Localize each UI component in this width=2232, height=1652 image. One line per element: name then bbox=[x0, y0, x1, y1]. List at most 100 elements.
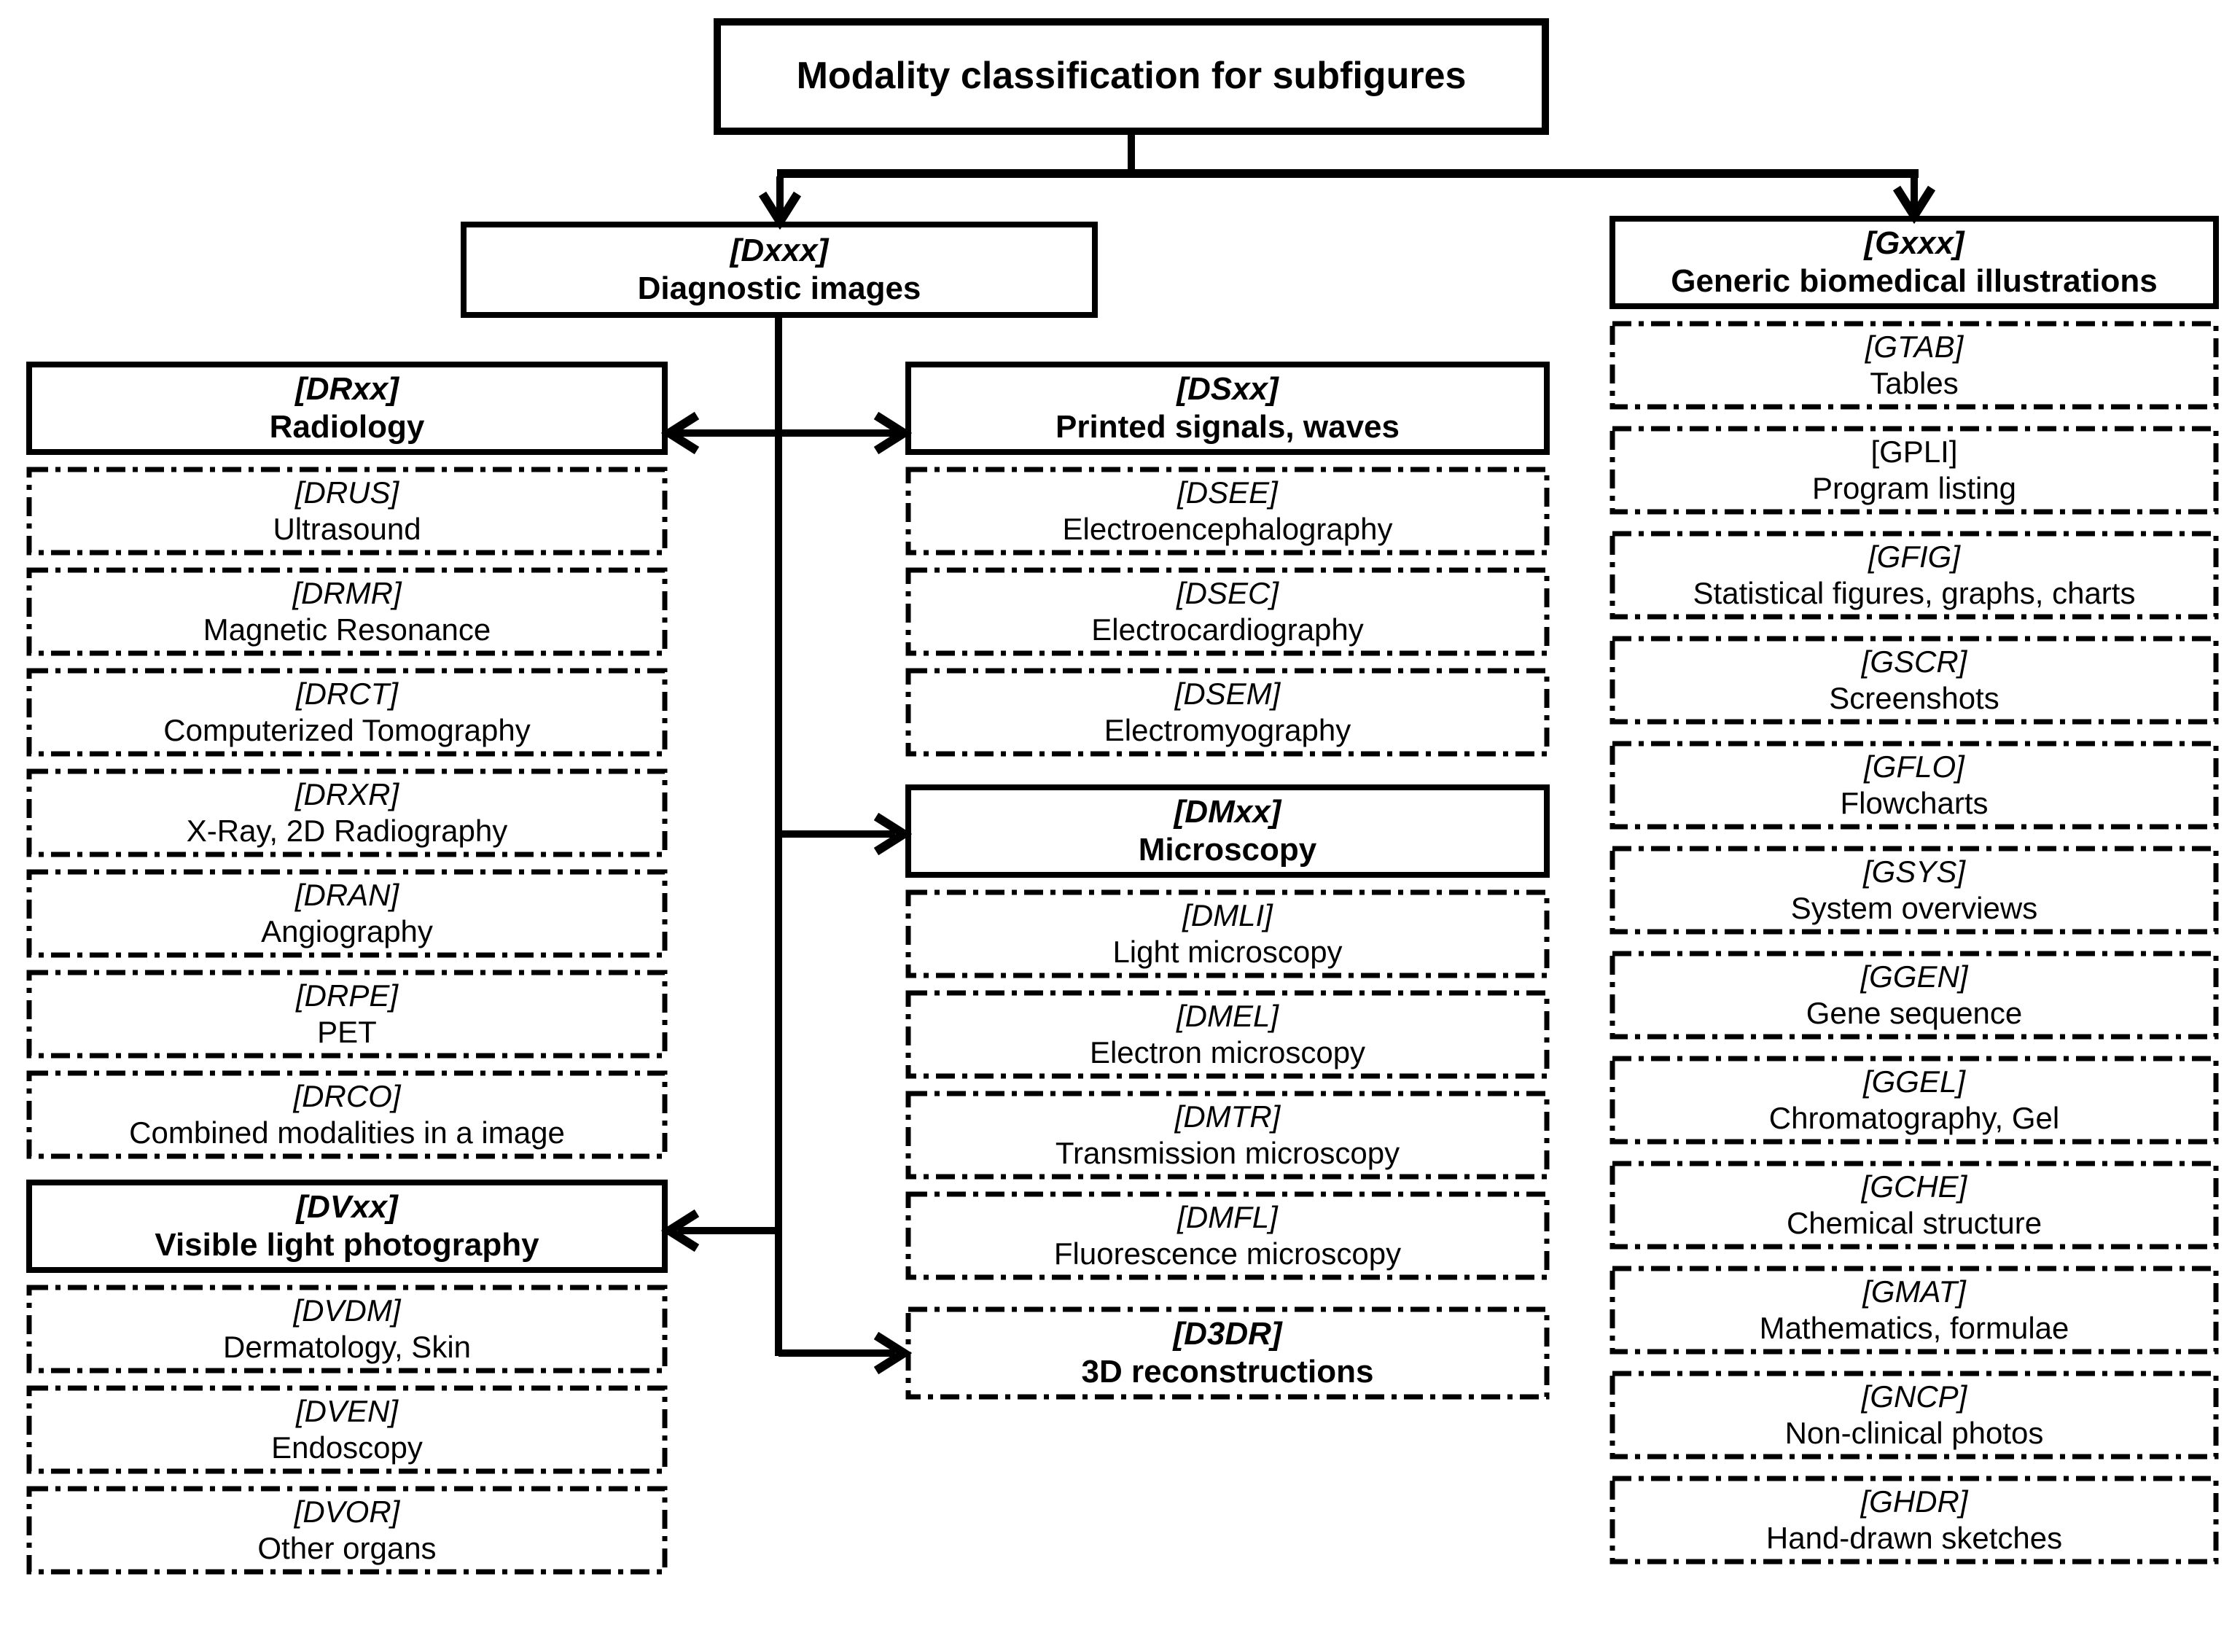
node-ghdr: [GHDR]Hand-drawn sketches bbox=[1617, 1481, 2212, 1559]
node-gscr-code: [GSCR] bbox=[1861, 644, 1967, 679]
node-ggen-code: [GGEN] bbox=[1860, 959, 1968, 994]
node-dmli: [DMLI]Light microscopy bbox=[913, 895, 1542, 973]
node-d3dr-code: [D3DR] bbox=[1173, 1316, 1282, 1352]
node-border-dmli bbox=[905, 889, 1550, 978]
node-gmat-code: [GMAT] bbox=[1862, 1274, 1966, 1309]
node-gmat-label: Mathematics, formulae bbox=[1759, 1311, 2069, 1345]
node-dmel-code: [DMEL] bbox=[1176, 999, 1279, 1034]
node-border-drco bbox=[26, 1070, 668, 1159]
node-dmxx: [DMxx]Microscopy bbox=[913, 790, 1542, 872]
node-ggel: [GGEL]Chromatography, Gel bbox=[1617, 1061, 2212, 1139]
node-dmli-label: Light microscopy bbox=[1112, 935, 1343, 969]
node-border-gscr bbox=[1609, 636, 2219, 725]
node-dran-label: Angiography bbox=[261, 914, 433, 948]
node-dsem: [DSEM]Electromyography bbox=[913, 674, 1542, 751]
node-border-ggel bbox=[1609, 1056, 2219, 1145]
node-border-gncp bbox=[1609, 1371, 2219, 1460]
node-drco: [DRCO]Combined modalities in a image bbox=[34, 1076, 660, 1153]
node-dsee-code: [DSEE] bbox=[1177, 475, 1278, 510]
node-gtab-label: Tables bbox=[1870, 366, 1959, 400]
node-ggel-code: [GGEL] bbox=[1862, 1064, 1966, 1099]
node-dvor-label: Other organs bbox=[257, 1531, 437, 1565]
arrowhead-into-dvxx bbox=[660, 1209, 700, 1252]
node-dmfl-code: [DMFL] bbox=[1177, 1200, 1278, 1235]
node-dvxx-label: Visible light photography bbox=[155, 1227, 539, 1263]
node-ggel-label: Chromatography, Gel bbox=[1768, 1101, 2060, 1135]
node-drus-label: Ultrasound bbox=[273, 512, 421, 546]
node-dsem-label: Electromyography bbox=[1104, 713, 1351, 747]
node-border-drxx bbox=[26, 362, 668, 455]
node-drpe-code: [DRPE] bbox=[295, 978, 399, 1013]
node-dran: [DRAN]Angiography bbox=[34, 875, 660, 952]
node-border-gpli bbox=[1609, 426, 2219, 515]
node-gxxx-label: Generic biomedical illustrations bbox=[1671, 263, 2158, 299]
node-border-drxr bbox=[26, 768, 668, 857]
node-drco-label: Combined modalities in a image bbox=[129, 1115, 565, 1150]
node-drus: [DRUS]Ultrasound bbox=[34, 472, 660, 550]
node-dsxx-code: [DSxx] bbox=[1177, 371, 1279, 408]
node-gche-label: Chemical structure bbox=[1786, 1206, 2042, 1240]
node-dsee-label: Electroencephalography bbox=[1062, 512, 1393, 546]
node-border-gflo bbox=[1609, 741, 2219, 830]
node-dmel: [DMEL]Electron microscopy bbox=[913, 996, 1542, 1073]
node-drmr: [DRMR]Magnetic Resonance bbox=[34, 573, 660, 650]
node-d3dr: [D3DR]3D reconstructions bbox=[913, 1312, 1542, 1394]
node-dvdm-code: [DVDM] bbox=[293, 1293, 401, 1328]
node-border-title bbox=[714, 18, 1549, 135]
node-gflo-label: Flowcharts bbox=[1840, 786, 1989, 820]
node-border-drct bbox=[26, 668, 668, 757]
node-border-gxxx bbox=[1609, 216, 2219, 309]
node-border-dvdm bbox=[26, 1285, 668, 1374]
node-dsee: [DSEE]Electroencephalography bbox=[913, 472, 1542, 550]
node-dvxx: [DVxx]Visible light photography bbox=[34, 1185, 660, 1267]
node-gflo: [GFLO]Flowcharts bbox=[1617, 747, 2212, 824]
node-border-drmr bbox=[26, 567, 668, 656]
node-gflo-code: [GFLO] bbox=[1864, 749, 1964, 784]
node-drmr-label: Magnetic Resonance bbox=[203, 612, 491, 647]
node-drct: [DRCT]Computerized Tomography bbox=[34, 674, 660, 751]
node-border-dsxx bbox=[905, 362, 1550, 455]
node-border-drpe bbox=[26, 970, 668, 1059]
node-border-gche bbox=[1609, 1161, 2219, 1250]
node-ggen: [GGEN]Gene sequence bbox=[1617, 956, 2212, 1034]
node-border-gtab bbox=[1609, 321, 2219, 410]
node-dven-code: [DVEN] bbox=[295, 1394, 399, 1429]
node-dran-code: [DRAN] bbox=[294, 878, 399, 913]
node-gncp-code: [GNCP] bbox=[1861, 1379, 1967, 1414]
node-gsys: [GSYS]System overviews bbox=[1617, 852, 2212, 929]
node-dvdm-label: Dermatology, Skin bbox=[222, 1330, 472, 1364]
diagram-title: Modality classification for subfigures bbox=[722, 25, 1541, 128]
node-drct-label: Computerized Tomography bbox=[163, 713, 531, 747]
node-dsxx: [DSxx]Printed signals, waves bbox=[913, 367, 1542, 449]
node-gxxx: [Gxxx]Generic biomedical illustrations bbox=[1617, 222, 2212, 303]
node-dsxx-label: Printed signals, waves bbox=[1055, 409, 1400, 445]
node-border-dvxx bbox=[26, 1180, 668, 1273]
node-gscr: [GSCR]Screenshots bbox=[1617, 642, 2212, 719]
node-gpli-code: [GPLI] bbox=[1870, 435, 1958, 470]
node-drco-code: [DRCO] bbox=[293, 1079, 401, 1114]
node-d3dr-label: 3D reconstructions bbox=[1081, 1354, 1374, 1390]
node-dxxx-code: [Dxxx] bbox=[730, 233, 829, 269]
node-gncp: [GNCP]Non-clinical photos bbox=[1617, 1376, 2212, 1454]
node-gche-code: [GCHE] bbox=[1861, 1169, 1967, 1204]
node-drct-code: [DRCT] bbox=[296, 677, 398, 712]
node-border-ghdr bbox=[1609, 1476, 2219, 1565]
node-border-dmxx bbox=[905, 784, 1550, 878]
node-border-dmtr bbox=[905, 1091, 1550, 1180]
arrowhead-into-dsxx bbox=[873, 411, 913, 455]
node-dven-label: Endoscopy bbox=[271, 1430, 423, 1465]
node-gsys-label: System overviews bbox=[1790, 891, 2038, 925]
node-drmr-code: [DRMR] bbox=[292, 576, 402, 611]
arrowhead-into-dmxx bbox=[873, 812, 913, 856]
node-dven: [DVEN]Endoscopy bbox=[34, 1391, 660, 1468]
node-drxr-code: [DRXR] bbox=[294, 777, 399, 812]
node-dmtr-code: [DMTR] bbox=[1174, 1099, 1281, 1134]
node-drxr: [DRXR]X-Ray, 2D Radiography bbox=[34, 774, 660, 852]
node-gmat: [GMAT]Mathematics, formulae bbox=[1617, 1271, 2212, 1349]
node-dvxx-code: [DVxx] bbox=[296, 1189, 398, 1226]
node-border-gfig bbox=[1609, 531, 2219, 620]
node-gncp-label: Non-clinical photos bbox=[1784, 1416, 2044, 1450]
node-dxxx-label: Diagnostic images bbox=[637, 270, 921, 306]
node-gsys-code: [GSYS] bbox=[1862, 854, 1966, 889]
node-drpe-label: PET bbox=[317, 1015, 377, 1049]
